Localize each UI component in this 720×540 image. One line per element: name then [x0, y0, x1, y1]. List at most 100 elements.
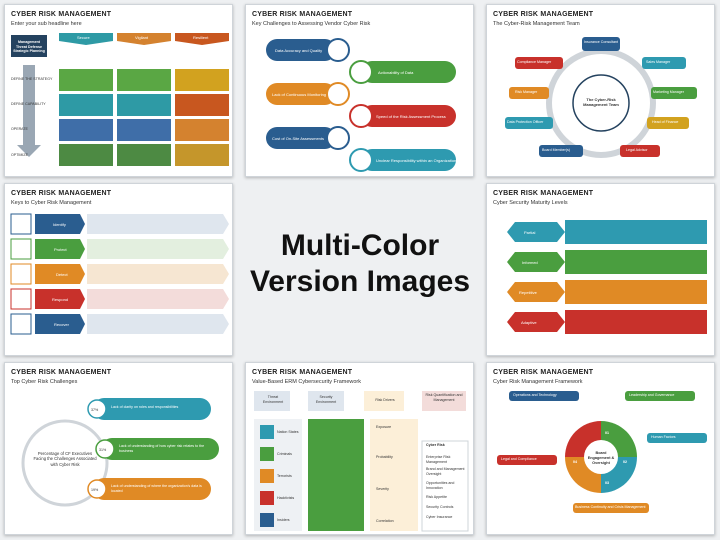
segment-number: 02 — [623, 460, 627, 464]
role-label: Marketing Manager — [653, 90, 684, 94]
left-label: DEFINE THE STRATEGY — [11, 77, 53, 81]
headline-line-1: Multi-Color — [280, 229, 440, 262]
threat-actor: Nation States — [277, 430, 299, 434]
slide-subtitle: Top Cyber Risk Challenges — [11, 379, 78, 385]
slide-thumbnail-3[interactable]: CYBER RISK MANAGEMENT The Cyber-Risk Man… — [486, 4, 715, 177]
percent-label: 31% — [99, 448, 107, 452]
slide-thumbnail-2[interactable]: CYBER RISK MANAGEMENT Key Challenges to … — [245, 4, 474, 177]
role-label: Head of Finance — [652, 120, 679, 124]
slide-subtitle: The Cyber-Risk Management Team — [493, 21, 580, 27]
risk-item: Enterprise Risk Management — [426, 455, 451, 464]
slide-2-graphic: Data Accuracy and Quality Lack of Contin… — [266, 38, 456, 172]
framework-box: Business Continuity and Crisis Managemen… — [575, 505, 646, 509]
key-label: Detect — [56, 272, 68, 277]
slide-title: CYBER RISK MANAGEMENT — [493, 369, 594, 376]
segment-number: 04 — [573, 460, 577, 464]
challenge-center: Percentage of CF Executives Facing the C… — [33, 451, 97, 467]
risk-item: Cyber Insurance — [426, 515, 453, 519]
risk-item: Security Controls — [426, 505, 454, 509]
segment-number: 01 — [605, 431, 609, 435]
framework-box: Human Factors — [651, 435, 676, 439]
maturity-level: Adaptive — [521, 320, 537, 325]
framework-box: Legal and Compliance — [501, 457, 537, 461]
percent-label: 37% — [91, 408, 99, 412]
risk-panel-title: Cyber Risk — [426, 443, 445, 447]
challenge-item: Actionability of Data — [378, 70, 414, 75]
role-label: Risk Manager — [515, 90, 538, 94]
slide-subtitle: Cyber Risk Management Framework — [493, 379, 583, 385]
key-label: Protect — [54, 247, 68, 252]
slide-subtitle: Key Challenges to Assessing Vendor Cyber… — [252, 21, 371, 27]
slide-thumbnail-4[interactable]: CYBER RISK MANAGEMENT Keys to Cyber Risk… — [4, 183, 233, 356]
maturity-level: Repetitive — [519, 290, 538, 295]
key-label: Respond — [52, 297, 68, 302]
challenge-item: Lack of clarity on roles and responsibil… — [111, 405, 179, 409]
risk-item: Brand and Management Oversight — [426, 467, 465, 476]
threat-actor: Criminals — [277, 452, 292, 456]
challenge-item: Lack of Continuous Monitoring — [272, 92, 326, 97]
percent-label: 19% — [91, 488, 99, 492]
slide-6-graphic: Partial Informed Repetitive Adaptive — [507, 220, 707, 334]
risk-driver: Correlation — [376, 519, 394, 523]
risk-item: Opportunities and Innovation — [426, 481, 455, 490]
slide-subtitle: Cyber Security Maturity Levels — [493, 200, 568, 206]
framework-center: Board Engagement & Oversight — [587, 451, 615, 465]
slide-title: CYBER RISK MANAGEMENT — [11, 190, 112, 197]
challenge-item: Unclear Responsibility within an Organiz… — [376, 158, 456, 163]
slide-thumbnail-6[interactable]: CYBER RISK MANAGEMENT Cyber Security Mat… — [486, 183, 715, 356]
slide-subtitle: Enter your sub headline here — [11, 21, 82, 27]
column-label: Resilient — [193, 35, 209, 40]
left-label: Management Threat Defense Strategic Plan… — [13, 40, 45, 54]
column-label: Secure — [77, 35, 90, 40]
slide-1-graphic: Secure Vigilant Resilient — [11, 33, 229, 166]
headline-line-2: Version Images — [249, 265, 471, 298]
key-label: Recover — [54, 322, 70, 327]
threat-actor: Terrorists — [277, 474, 292, 478]
flow-label: Risk Quantification and Management — [425, 393, 463, 402]
risk-driver: Severity — [376, 487, 389, 491]
flow-label: Security Environment — [315, 395, 337, 404]
role-label: Board Member(s) — [542, 148, 570, 152]
slide-title: CYBER RISK MANAGEMENT — [493, 190, 594, 197]
slide-subtitle: Keys to Cyber Risk Management — [11, 200, 92, 206]
slide-thumbnail-7[interactable]: CYBER RISK MANAGEMENT Top Cyber Risk Cha… — [4, 362, 233, 535]
left-label: OPERATE — [11, 127, 28, 131]
role-label: Compliance Manager — [517, 60, 552, 64]
framework-box: Leadership and Governance — [629, 393, 675, 397]
slide-title: CYBER RISK MANAGEMENT — [252, 11, 353, 18]
key-label: Identify — [53, 222, 66, 227]
slide-thumbnail-9[interactable]: CYBER RISK MANAGEMENT Cyber Risk Managem… — [486, 362, 715, 535]
role-label: Insurance Consultant — [584, 40, 618, 44]
role-label: Legal Advisor — [626, 148, 648, 152]
challenge-item: Lack of understanding of where the organ… — [111, 484, 202, 493]
segment-number: 03 — [605, 481, 609, 485]
threat-actor: Insiders — [277, 518, 290, 522]
risk-driver: Probability — [376, 455, 393, 459]
left-label: DEFINE CAPABILITY — [11, 102, 46, 106]
slide-subtitle: Value-Based ERM Cybersecurity Framework — [252, 379, 362, 385]
flow-label: Threat Environment — [262, 395, 284, 404]
challenge-item: Data Accuracy and Quality — [275, 48, 322, 53]
column-label: Vigilant — [135, 35, 149, 40]
slide-thumbnail-8[interactable]: CYBER RISK MANAGEMENT Value-Based ERM Cy… — [245, 362, 474, 535]
role-label: Data Protection Officer — [507, 120, 544, 124]
slide-7-graphic: 37% 31% 19% — [21, 398, 219, 507]
threat-actor: Hacktivists — [277, 496, 295, 500]
slide-title: CYBER RISK MANAGEMENT — [252, 369, 353, 376]
slide-4-graphic: Identify Protect Detect Respond Recover — [10, 213, 229, 335]
challenge-item: Speed of the Risk Assessment Process — [376, 114, 446, 119]
slide-title: CYBER RISK MANAGEMENT — [11, 369, 112, 376]
slide-title: CYBER RISK MANAGEMENT — [493, 11, 594, 18]
maturity-level: Informed — [522, 260, 538, 265]
slide-thumbnail-1[interactable]: CYBER RISK MANAGEMENT Enter your sub hea… — [4, 4, 233, 177]
risk-driver: Exposure — [376, 425, 392, 429]
slide-8-graphic — [254, 391, 469, 532]
challenge-item: Cost of On-Site Assessments — [272, 136, 324, 141]
slide-title: CYBER RISK MANAGEMENT — [11, 11, 112, 18]
left-label: OPTIMIZE — [11, 153, 28, 157]
slide-3-graphic — [505, 37, 697, 158]
framework-box: Operations and Technology — [513, 393, 557, 397]
slide-9-graphic — [497, 391, 707, 513]
maturity-level: Partial — [524, 230, 535, 235]
